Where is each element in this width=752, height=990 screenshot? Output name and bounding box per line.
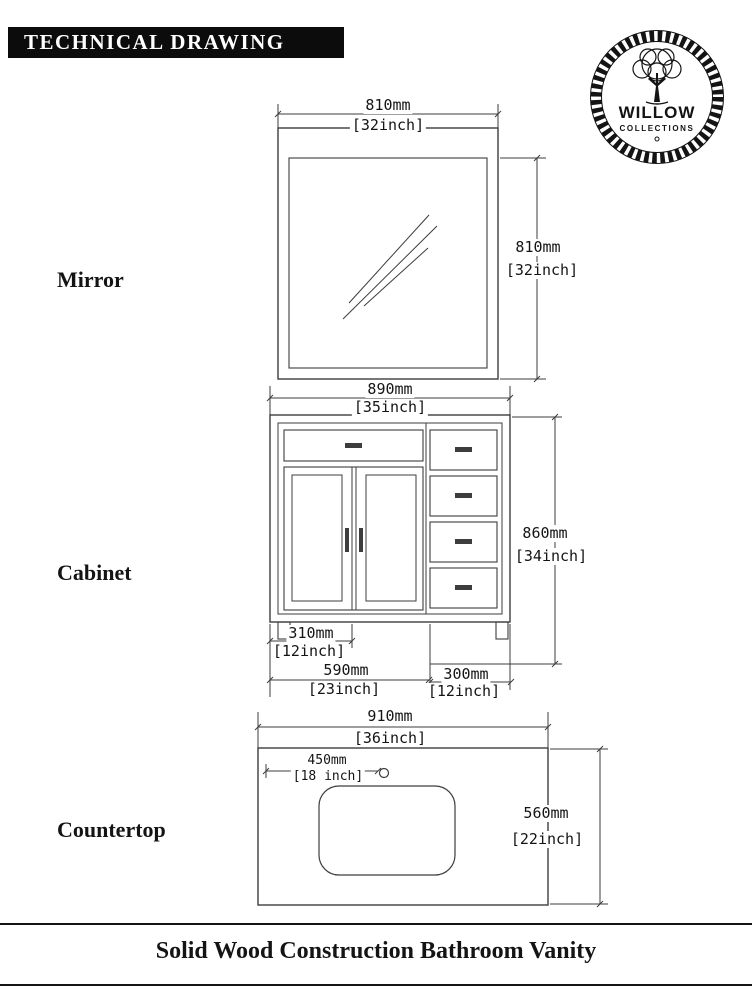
cabinet-right-leg <box>495 621 509 640</box>
logo-subtitle: COLLECTIONS <box>619 124 695 133</box>
footer-title: Solid Wood Construction Bathroom Vanity <box>155 938 597 964</box>
side-drawer-handles <box>455 447 472 590</box>
countertop-depth-mm: 560mm <box>521 804 571 822</box>
cabinet-left-in: [12inch] <box>270 642 348 660</box>
cabinet-width-mm: 890mm <box>365 380 415 398</box>
tree-icon <box>632 48 682 105</box>
footer-bottom-rule <box>0 984 752 986</box>
mirror-drawing <box>277 127 499 380</box>
countertop-width-dimension-lines <box>254 712 552 748</box>
footer-top-rule <box>0 923 752 925</box>
page-title: TECHNICAL DRAWING <box>24 30 285 54</box>
tree-roots <box>645 101 669 105</box>
cabinet-drawers-in: [12inch] <box>425 682 503 700</box>
cabinet-face-frame <box>277 422 503 615</box>
sink-cutout <box>318 785 456 876</box>
mirror-height-in: [32inch] <box>503 261 581 279</box>
left-door-handle <box>345 528 349 552</box>
mirror-glass <box>288 157 488 369</box>
logo-graphic <box>590 30 724 164</box>
countertop-depth-in: [22inch] <box>508 830 586 848</box>
cabinet-width-in: [35inch] <box>351 398 429 416</box>
faucet-offset-in: [18 inch] <box>290 769 366 785</box>
cabinet-label: Cabinet <box>57 560 132 585</box>
mirror-width-dimension-lines <box>274 104 502 128</box>
top-drawer-handle <box>345 443 362 448</box>
cabinet-body <box>269 414 511 623</box>
cabinet-doors-mm: 590mm <box>321 661 371 679</box>
countertop-depth-dimension-lines <box>550 745 608 908</box>
logo-brand-name: WILLOW <box>618 103 696 122</box>
faucet-offset-mm: 450mm <box>305 753 349 769</box>
cabinet-drawing <box>269 414 511 640</box>
cabinet-top-drawer <box>283 429 424 462</box>
cabinet-left-mm: 310mm <box>286 624 336 642</box>
countertop-drawing <box>257 747 549 906</box>
left-door-panel <box>291 474 343 602</box>
countertop-width-mm: 910mm <box>365 707 415 725</box>
mirror-height-mm: 810mm <box>513 238 563 256</box>
right-door-panel <box>365 474 417 602</box>
right-door-handle <box>359 528 363 552</box>
logo-ornament <box>654 136 660 142</box>
cabinet-doors <box>283 466 424 611</box>
countertop-slab <box>257 747 549 906</box>
cabinet-doors-in: [23inch] <box>305 680 383 698</box>
cabinet-height-mm: 860mm <box>520 524 570 542</box>
countertop-label: Countertop <box>57 817 166 842</box>
rope-ring <box>590 30 724 164</box>
side-drawer-stack <box>429 429 498 609</box>
mirror-label: Mirror <box>57 267 124 292</box>
cabinet-drawers-mm: 300mm <box>441 665 491 683</box>
mirror-width-in: [32inch] <box>349 116 427 134</box>
mirror-frame <box>277 127 499 380</box>
glass-reflection-lines <box>342 214 438 320</box>
cabinet-height-in: [34inch] <box>512 547 590 565</box>
cabinet-width-dimension-lines <box>266 386 514 415</box>
mirror-width-mm: 810mm <box>363 96 413 114</box>
brand-logo: WILLOW COLLECTIONS <box>586 26 728 168</box>
countertop-width-in: [36inch] <box>351 729 429 747</box>
tree-trunk <box>648 73 666 102</box>
title-banner: TECHNICAL DRAWING <box>8 27 344 58</box>
faucet-hole <box>378 767 390 779</box>
